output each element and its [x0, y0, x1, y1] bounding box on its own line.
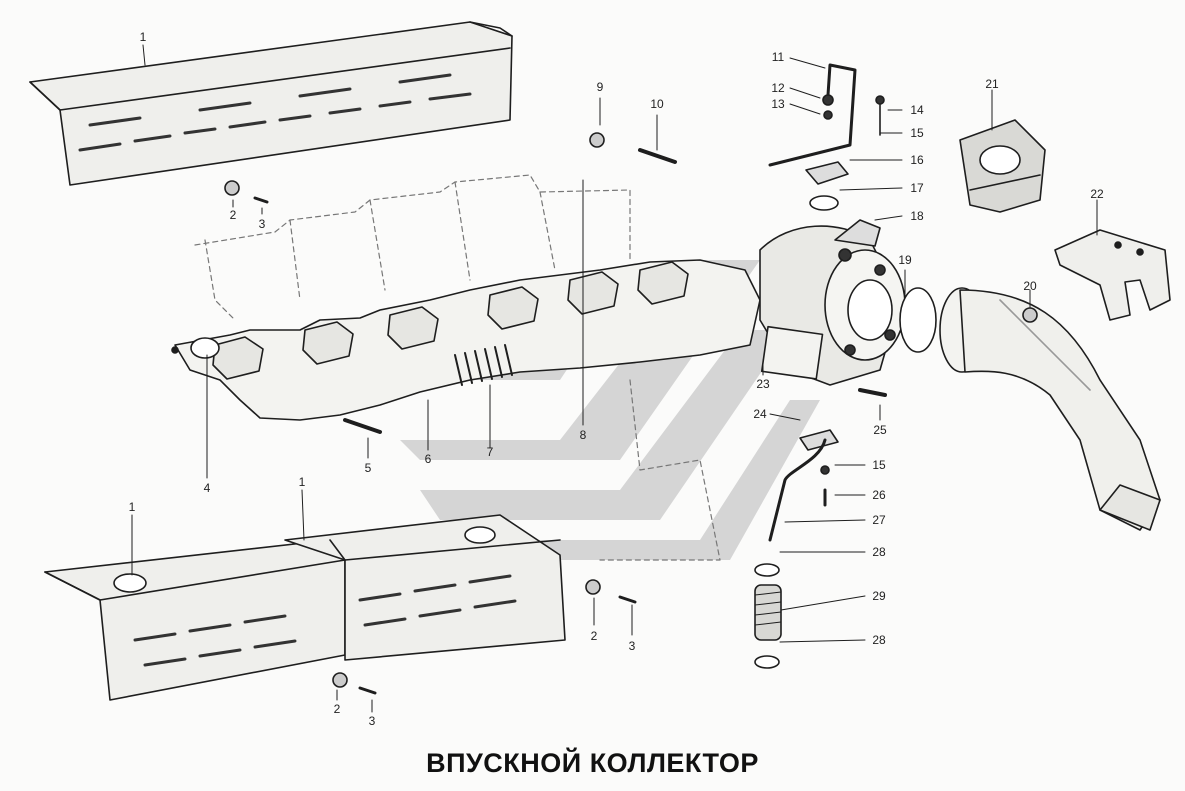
callout-12: 12: [771, 81, 785, 95]
callout-27: 27: [872, 513, 886, 527]
callout-10: 10: [650, 97, 664, 111]
callout-4: 4: [204, 481, 211, 495]
callout-11: 11: [772, 50, 785, 64]
engine-block-outline: [194, 174, 721, 561]
heat-shield-bottom-left: [44, 539, 346, 701]
callout-16: 16: [910, 153, 924, 167]
callout-28-upper: 28: [872, 545, 886, 559]
callout-15-upper: 15: [910, 126, 924, 140]
callout-15-lower: 15: [872, 458, 886, 472]
fasteners: [224, 132, 1038, 695]
callout-1-bottom-right: 1: [299, 475, 306, 489]
callout-17: 17: [910, 181, 924, 195]
callout-6: 6: [425, 452, 432, 466]
callout-13: 13: [771, 97, 785, 111]
callout-8: 8: [580, 428, 587, 442]
clamp-block: [959, 119, 1046, 213]
heat-shield-top: [29, 21, 513, 186]
callout-7: 7: [487, 445, 494, 459]
callout-20: 20: [1023, 279, 1037, 293]
callout-3-top: 3: [259, 217, 266, 231]
turbocharger: [759, 219, 906, 386]
callout-19: 19: [898, 253, 912, 267]
callout-23: 23: [756, 377, 770, 391]
callout-25: 25: [873, 423, 887, 437]
oil-drain-tube: [754, 429, 839, 669]
oil-feed-tube: [768, 63, 885, 211]
callout-29: 29: [872, 589, 886, 603]
callout-28-lower: 28: [872, 633, 886, 647]
turbo-gasket: [899, 287, 937, 353]
callout-14: 14: [910, 103, 924, 117]
callout-2-top: 2: [230, 208, 237, 222]
outlet-elbow-pipe: [939, 287, 1161, 531]
callout-3-bottom-left: 3: [369, 714, 376, 728]
callout-22: 22: [1090, 187, 1104, 201]
diagram-caption: ВПУСКНОЙ КОЛЛЕКТОР: [426, 748, 759, 778]
heat-shield-bottom-right: [284, 514, 566, 661]
callout-labels: 1 2 3 4 5 6 7 8 9 10 11 12 13 14 15 16 1…: [129, 30, 1104, 728]
callout-24: 24: [753, 407, 767, 421]
callout-3-bottom-right: 3: [629, 639, 636, 653]
callout-1-bottom-left: 1: [129, 500, 136, 514]
leader-lines: [131, 44, 1098, 713]
callout-18: 18: [910, 209, 924, 223]
callout-9: 9: [597, 80, 604, 94]
callout-26: 26: [872, 488, 886, 502]
exhaust-manifold: [171, 259, 761, 421]
callout-1-top: 1: [140, 30, 147, 44]
callout-5: 5: [365, 461, 372, 475]
callout-2-bottom-right: 2: [591, 629, 598, 643]
callout-2-bottom-left: 2: [334, 702, 341, 716]
callout-21: 21: [985, 77, 999, 91]
support-bracket: [1054, 229, 1171, 321]
